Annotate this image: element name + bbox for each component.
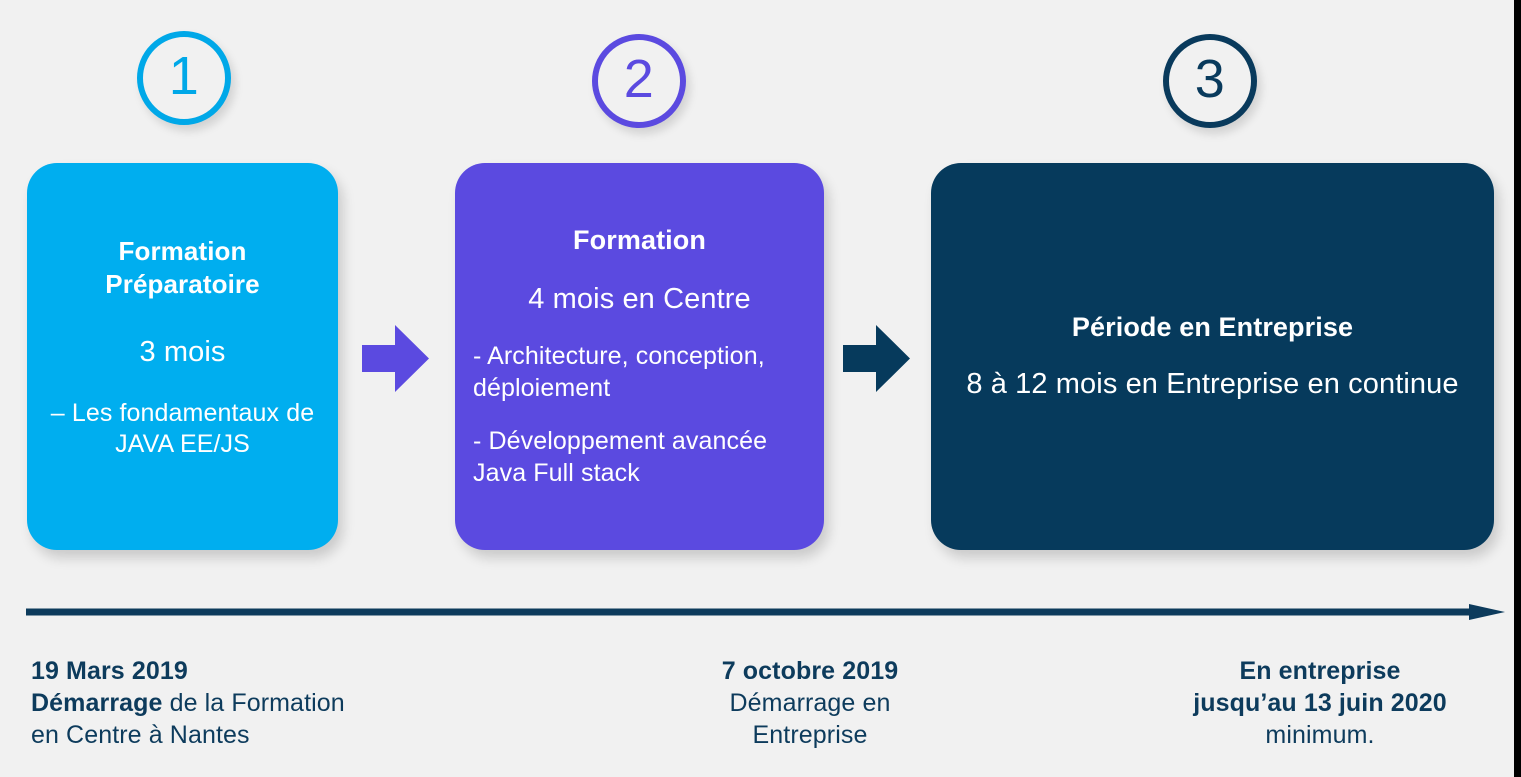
step-number-label-2: 2 [623,49,655,109]
step-card-1: Formation Préparatoire 3 mois – Les fond… [27,163,338,550]
step-card-2-bullet-2: - Développement avancée Java Full stack [473,427,768,487]
step-card-2-subtitle: 4 mois en Centre [528,283,751,316]
step-card-2-bullet-1: - Architecture, conception, déploiement [473,342,765,402]
timeline-milestone-2: 7 octobre 2019 Démarrage en Entreprise [620,656,1000,751]
step-number-circle-3: 3 [1163,34,1257,128]
timeline-milestone-2-line3: Entreprise [752,720,868,749]
timeline-milestone-3-line1: En entreprise [1239,657,1401,685]
timeline-milestone-1: 19 Mars 2019 Démarrage de la Formation e… [31,656,451,751]
timeline-milestone-3-line2: jusqu’au 13 juin 2020 [1193,688,1447,717]
step-card-1-bullet-1: – Les fondamentaux de JAVA EE/JS [50,398,315,459]
step-card-1-subtitle: 3 mois [139,336,226,369]
step-number-circle-2: 2 [592,34,686,128]
step-card-1-title-line2: Préparatoire [105,269,260,300]
timeline-milestone-1-normal: de la Formation [162,688,345,717]
step-card-2-title: Formation [573,225,706,255]
step-card-3: Période en Entreprise 8 à 12 mois en Ent… [931,163,1494,550]
step-number-circle-1: 1 [137,31,231,125]
step-card-1-title-line1: Formation [118,236,247,266]
timeline-milestones: 19 Mars 2019 Démarrage de la Formation e… [0,640,1521,777]
timeline-milestone-3-line3: minimum. [1265,720,1375,749]
timeline-milestone-2-date: 7 octobre 2019 [721,657,899,685]
arrow-right-icon-step1-to-step2 [362,325,429,392]
timeline-milestone-1-line2: Démarrage de la Formation [31,688,451,720]
timeline-milestone-1-line3: en Centre à Nantes [31,720,250,749]
arrow-right-icon-step2-to-step3 [843,325,910,392]
step-card-3-subtitle: 8 à 12 mois en Entreprise en continue [966,368,1459,401]
step-card-3-title: Période en Entreprise [1071,311,1354,342]
step-card-2: Formation 4 mois en Centre - Architectur… [455,163,824,550]
timeline-milestone-3: En entreprise jusqu’au 13 juin 2020 mini… [1120,656,1520,751]
timeline-axis-arrow-icon [26,604,1505,634]
right-edge-strip [1514,0,1521,777]
timeline-milestone-1-date: 19 Mars 2019 [31,657,188,685]
step-number-label-3: 3 [1194,49,1226,109]
timeline-milestone-2-line2: Démarrage en [729,688,891,717]
timeline-milestone-1-bold: Démarrage [31,688,163,717]
step-number-label-1: 1 [168,46,200,106]
